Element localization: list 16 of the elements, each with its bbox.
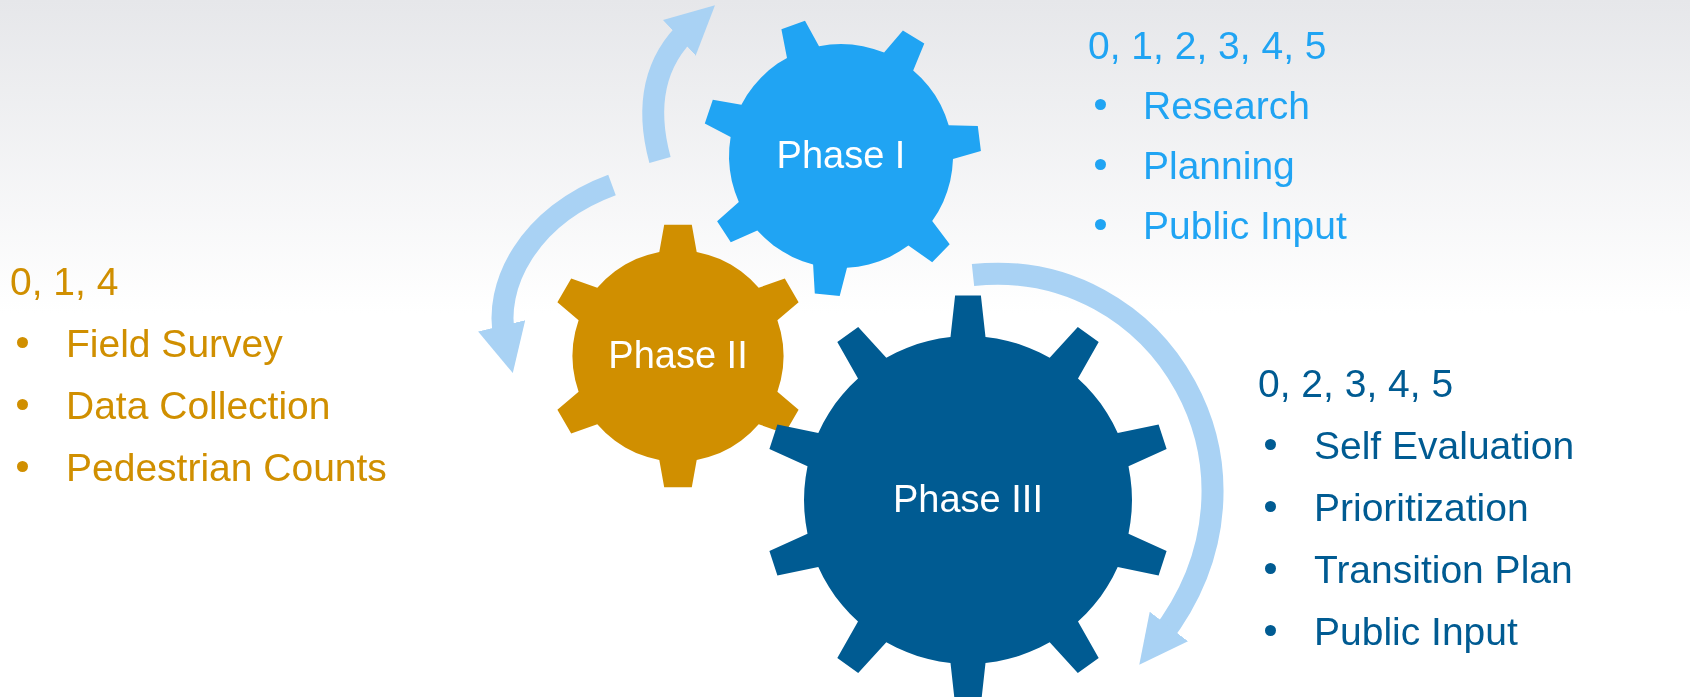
gear-label: Phase I <box>775 133 907 179</box>
task-item: Pedestrian Counts <box>66 448 387 487</box>
task-item: Public Input <box>1314 612 1518 651</box>
task-item: Self Evaluation <box>1314 426 1575 465</box>
task-item: Data Collection <box>66 386 331 425</box>
task-item: Research <box>1143 86 1310 125</box>
task-item: Planning <box>1143 146 1295 185</box>
task-item: Prioritization <box>1314 488 1529 527</box>
task-item: Transition Plan <box>1314 550 1573 589</box>
task-item: Field Survey <box>66 324 283 363</box>
task-item: Public Input <box>1143 206 1347 245</box>
gear-label: Phase II <box>607 333 749 379</box>
phase-numbers: 0, 1, 2, 3, 4, 5 <box>1088 24 1327 67</box>
gear-label: Phase III <box>892 477 1044 523</box>
phase-numbers: 0, 1, 4 <box>10 260 119 303</box>
phase-numbers: 0, 2, 3, 4, 5 <box>1258 362 1454 405</box>
